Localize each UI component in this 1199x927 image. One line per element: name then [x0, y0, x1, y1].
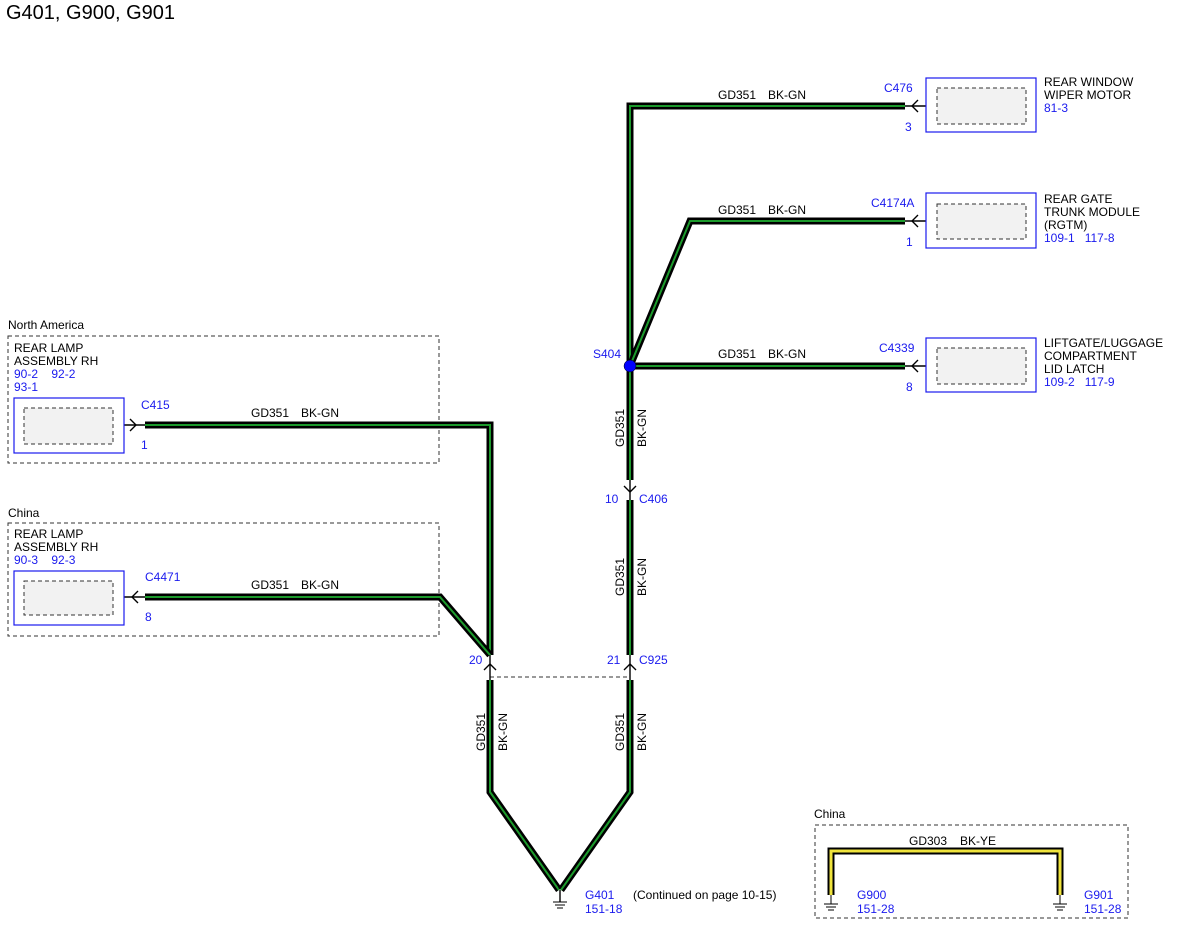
wire-latch-circuit: GD351 [718, 347, 756, 361]
ground-g900-icon [824, 895, 838, 911]
lamp-china-name-line1: REAR LAMP [14, 527, 83, 541]
latch-name-line1: LIFTGATE/LUGGAGE [1044, 336, 1163, 350]
wire-lamp-na-circuit: GD351 [251, 406, 289, 420]
component-rear-lamp-china[interactable] [13, 570, 125, 626]
wire-gd303-color: BK-YE [960, 834, 996, 848]
lamp-na-name-line1: REAR LAMP [14, 341, 83, 355]
lamp-na-refs1[interactable]: 90-2 92-2 [14, 367, 76, 381]
connector-arrow-c4339 [905, 359, 926, 373]
component-rgtm[interactable] [925, 192, 1037, 249]
lamp-na-name-line2: ASSEMBLY RH [14, 354, 98, 368]
connector-c415-label: C415 [141, 398, 170, 412]
splice-s404[interactable] [623, 359, 637, 373]
wire-wiper-motor[interactable] [626, 102, 905, 366]
connector-arrow-c415 [124, 418, 145, 432]
wire-vert2-color: BK-GN [635, 558, 649, 596]
wire-rgtm-color: BK-GN [768, 203, 806, 217]
component-wiper-motor[interactable] [925, 77, 1037, 133]
connector-c4174a-pin: 1 [906, 235, 913, 249]
connector-c406-pin: 10 [605, 492, 619, 506]
ground-g401-note: (Continued on page 10-15) [633, 888, 776, 902]
connector-arrow-c925-right [623, 655, 637, 680]
wire-vert4-color: BK-GN [496, 713, 510, 751]
connector-c476-label: C476 [884, 81, 913, 95]
ground-g900-label: G900 [857, 888, 887, 902]
wiper-refs[interactable]: 81-3 [1044, 101, 1068, 115]
wire-ground-right[interactable] [558, 680, 634, 893]
connector-c4339-label: C4339 [879, 341, 915, 355]
connector-c4174a-label: C4174A [871, 196, 914, 210]
wire-vert1-circuit: GD351 [613, 409, 627, 447]
wire-lamp-china-color: BK-GN [301, 578, 339, 592]
connector-arrow-c925-left [483, 655, 497, 680]
wire-rgtm[interactable] [626, 217, 905, 368]
wire-vert2-circuit: GD351 [613, 558, 627, 596]
wire-vert1-color: BK-GN [635, 409, 649, 447]
lamp-na-refs2[interactable]: 93-1 [14, 380, 38, 394]
splice-s404-label: S404 [593, 347, 621, 361]
wire-lamp-na-color: BK-GN [301, 406, 339, 420]
wire-latch-color: BK-GN [768, 347, 806, 361]
connector-c406-label: C406 [639, 492, 668, 506]
wire-lamp-china[interactable] [145, 593, 493, 658]
ground-g401-ref[interactable]: 151-18 [585, 902, 623, 916]
connector-arrow-c476 [905, 99, 926, 113]
rgtm-name-line2: TRUNK MODULE [1044, 205, 1140, 219]
region-china-lamp-box [7, 522, 440, 637]
connector-c925-label: C925 [639, 653, 668, 667]
ground-g901-ref[interactable]: 151-28 [1084, 902, 1122, 916]
ground-g401-icon [553, 890, 567, 909]
wire-lamp-china-circuit: GD351 [251, 578, 289, 592]
connector-c925-pin-left: 20 [469, 653, 483, 667]
ground-g401-label: G401 [585, 888, 615, 902]
wire-ground-left[interactable] [486, 680, 562, 893]
lamp-china-refs1[interactable]: 90-3 92-3 [14, 553, 76, 567]
latch-name-line2: COMPARTMENT [1044, 349, 1138, 363]
connector-c925-pin-right: 21 [607, 653, 621, 667]
region-north-america-box [7, 335, 440, 464]
lamp-china-name-line2: ASSEMBLY RH [14, 540, 98, 554]
region-china-ground-label: China [814, 807, 846, 821]
rgtm-refs[interactable]: 109-1 117-8 [1044, 231, 1115, 245]
region-china-ground-box [814, 824, 1129, 919]
connector-c415-pin: 1 [141, 438, 148, 452]
wire-lamp-na[interactable] [145, 421, 494, 655]
wire-gd303-circuit: GD303 [909, 834, 947, 848]
wire-wiper-color: BK-GN [768, 88, 806, 102]
wire-rgtm-circuit: GD351 [718, 203, 756, 217]
component-lid-latch[interactable] [925, 337, 1037, 393]
ground-g900-ref[interactable]: 151-28 [857, 902, 895, 916]
wire-gd303[interactable] [827, 847, 1064, 895]
wire-vert4-circuit: GD351 [474, 713, 488, 751]
wire-vert3-circuit: GD351 [613, 713, 627, 751]
rgtm-name-line1: REAR GATE [1044, 192, 1112, 206]
connector-arrow-c406 [623, 480, 637, 500]
connector-c476-pin: 3 [905, 120, 912, 134]
wire-wiper-circuit: GD351 [718, 88, 756, 102]
wiper-name-line2: WIPER MOTOR [1044, 88, 1131, 102]
latch-name-line3: LID LATCH [1044, 362, 1104, 376]
connector-arrow-c4174a [905, 214, 926, 228]
rgtm-name-line3: (RGTM) [1044, 218, 1087, 232]
latch-refs[interactable]: 109-2 117-9 [1044, 375, 1115, 389]
connector-c4339-pin: 8 [906, 380, 913, 394]
connector-arrow-c4471 [124, 590, 145, 604]
component-rear-lamp-na[interactable] [13, 397, 125, 454]
ground-g901-label: G901 [1084, 888, 1114, 902]
page-title: G401, G900, G901 [6, 2, 176, 24]
ground-g901-icon [1053, 895, 1067, 911]
region-china-lamp-label: China [8, 506, 40, 520]
connector-c4471-label: C4471 [145, 570, 181, 584]
wire-vert3-color: BK-GN [635, 713, 649, 751]
wiper-name-line1: REAR WINDOW [1044, 75, 1134, 89]
connector-c4471-pin: 8 [145, 610, 152, 624]
region-north-america-label: North America [8, 318, 84, 332]
